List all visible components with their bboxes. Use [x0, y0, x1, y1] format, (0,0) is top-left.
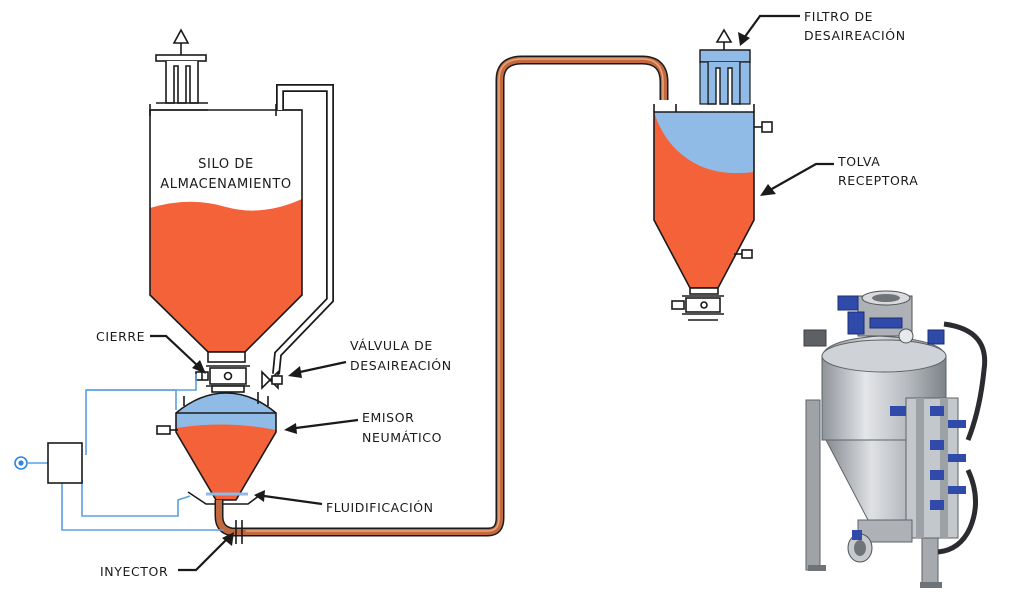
label-tolva-line1: TOLVA — [837, 154, 880, 169]
deaeration-valve — [261, 370, 283, 390]
label-cierre: CIERRE — [96, 329, 145, 344]
pneumatic-emitter-3d-render — [803, 290, 988, 588]
silo-material — [150, 199, 302, 352]
air-supply — [14, 374, 224, 531]
label-emisor-line1: EMISOR — [362, 410, 414, 425]
silo-label-line1: SILO DE — [198, 157, 254, 172]
storage-silo: SILO DE ALMACENAMIENTO — [149, 28, 303, 363]
label-filtro-line2: DESAIREACIÓN — [804, 28, 906, 43]
label-tolva-line2: RECEPTORA — [838, 173, 918, 188]
deaeration-return-line — [272, 84, 334, 375]
hopper-material — [654, 112, 754, 288]
conveying-pipe — [238, 55, 669, 537]
label-fluidificacion: FLUIDIFICACIÓN — [326, 500, 434, 515]
pneumatic-emitter — [156, 392, 277, 544]
receiving-hopper — [653, 28, 773, 321]
emitter-material — [176, 424, 276, 500]
labels: CIERRE VÁLVULA DE DESAIREACIÓN EMISOR NE… — [96, 9, 918, 579]
callout-arrows — [150, 14, 834, 572]
label-inyector: INYECTOR — [100, 564, 168, 579]
label-emisor-line2: NEUMÁTICO — [362, 430, 442, 445]
air-control-box — [47, 442, 83, 484]
label-valvula-line1: VÁLVULA DE — [350, 338, 433, 353]
label-filtro-line1: FILTRO DE — [804, 9, 873, 24]
silo-label-line2: ALMACENAMIENTO — [160, 177, 292, 192]
label-valvula-line2: DESAIREACIÓN — [350, 358, 452, 373]
